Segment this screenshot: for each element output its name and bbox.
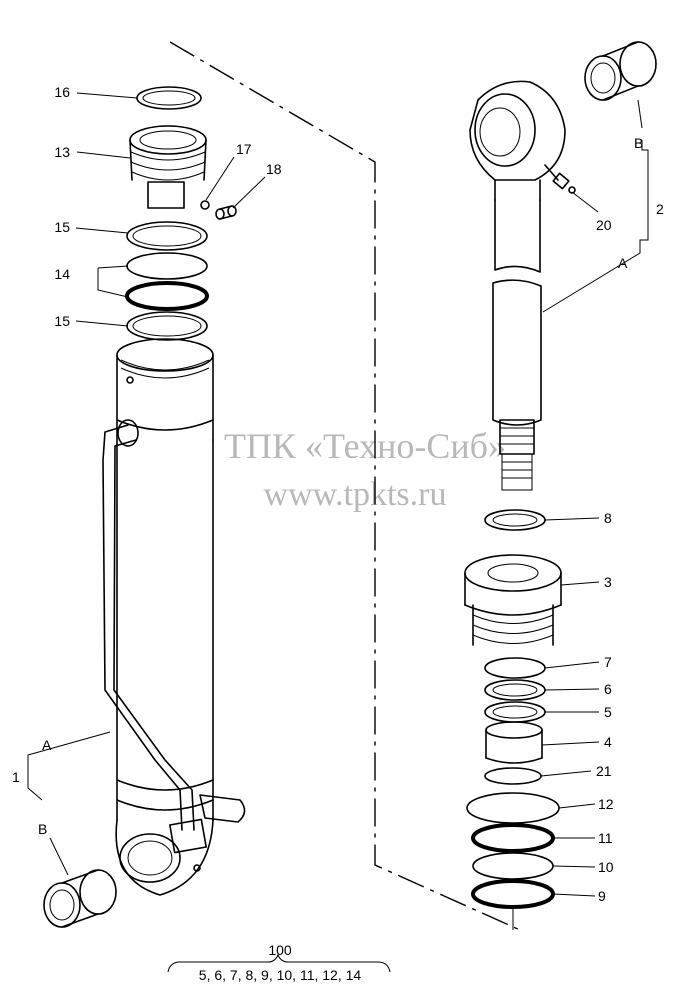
bushing-4 <box>485 721 543 764</box>
bushing-right-b <box>584 41 657 101</box>
assembly-boundary-line <box>169 41 521 931</box>
kit-contents: 5, 6, 7, 8, 9, 10, 11, 12, 14 <box>199 967 362 983</box>
ring-7 <box>484 657 546 679</box>
hydraulic-pipe <box>102 419 195 831</box>
label-7: 7 <box>604 654 612 670</box>
pipe-clamp <box>199 794 246 823</box>
cylinder-tube-assembly <box>43 86 246 928</box>
label-11: 11 <box>598 830 613 846</box>
ring-10 <box>472 852 554 880</box>
piston-rod-assembly <box>464 41 657 909</box>
label-16: 16 <box>54 84 70 100</box>
label-5: 5 <box>604 704 612 720</box>
watermark-company: ТПК «Техно-Сиб» <box>224 426 506 466</box>
label-13: 13 <box>54 144 70 160</box>
backup-ring-15-upper <box>126 221 208 251</box>
label-b-left: B <box>38 821 47 837</box>
rod-eye-head <box>469 80 566 201</box>
check-ball-17 <box>200 200 210 210</box>
cylinder-tube <box>116 338 214 821</box>
piston-rod-lower <box>492 279 542 491</box>
ring-8 <box>484 509 546 531</box>
label-a-right: A <box>618 255 628 271</box>
label-9: 9 <box>598 888 606 904</box>
seal-14-b <box>125 281 209 311</box>
label-12: 12 <box>598 796 614 812</box>
label-21: 21 <box>596 763 612 779</box>
grease-nipple-20 <box>544 164 576 194</box>
seal-9 <box>471 879 555 909</box>
seal-6 <box>484 679 546 701</box>
label-a-left: A <box>42 737 52 753</box>
label-8: 8 <box>604 510 612 526</box>
kit-number: 100 <box>268 942 292 958</box>
label-b-right: B <box>634 135 643 151</box>
rod-gland-3 <box>464 554 562 646</box>
seal-14-a <box>126 252 208 280</box>
label-10: 10 <box>598 859 614 875</box>
o-ring-16 <box>136 86 202 110</box>
ring-12 <box>466 792 560 824</box>
label-15-lower: 15 <box>54 313 70 329</box>
piston-rod-upper <box>494 199 541 273</box>
cylinder-head-cap-13 <box>129 125 207 209</box>
leader-lines <box>27 92 649 973</box>
label-15-upper: 15 <box>54 219 70 235</box>
watermark-url: www.tpkts.ru <box>264 476 447 513</box>
label-4: 4 <box>604 734 612 750</box>
ring-21 <box>484 767 542 785</box>
label-6: 6 <box>604 681 612 697</box>
seal-11 <box>471 823 555 853</box>
label-3: 3 <box>604 574 612 590</box>
bushing-left-b <box>43 869 117 928</box>
seal-5 <box>484 701 546 723</box>
label-20: 20 <box>596 217 612 233</box>
part-labels: 16 13 17 18 15 14 15 1 A B B 2 A 20 8 3 … <box>12 84 664 983</box>
plug-18 <box>215 205 237 220</box>
label-17: 17 <box>236 141 252 157</box>
label-14: 14 <box>54 266 70 282</box>
label-2: 2 <box>656 201 664 217</box>
label-1: 1 <box>12 769 20 785</box>
label-18: 18 <box>266 161 282 177</box>
cylinder-bottom-eye <box>115 818 214 896</box>
